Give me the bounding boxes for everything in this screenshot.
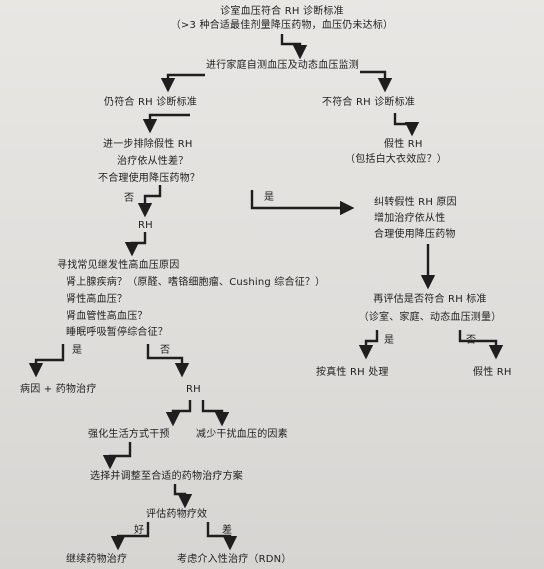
label-no-3: 否 <box>160 345 171 356</box>
arrow-rh2-to-reduce <box>201 400 230 427</box>
node-start-line1: 诊室血压符合 RH 诊断标准 <box>220 6 344 17</box>
node-exclude-line2: 治疗依从性差？ <box>117 156 189 167</box>
node-continue: 继续药物治疗 <box>66 554 128 565</box>
label-poor: 差 <box>222 525 233 536</box>
label-good: 好 <box>134 525 145 536</box>
arrow-rh2-to-lifestyle <box>165 400 192 427</box>
node-lifestyle: 强化生活方式干预 <box>88 429 170 440</box>
label-yes-2: 是 <box>384 335 395 346</box>
node-still-rh: 仍符合 RH 诊断标准 <box>104 97 198 108</box>
node-true-rh: 按真性 RH 处理 <box>316 367 389 378</box>
node-reeval-line1: 再评估是否符合 RH 标准 <box>373 294 487 305</box>
node-pseudo-rh: 假性 RH <box>473 367 512 378</box>
node-exclude-line3: 不合理使用降压药物？ <box>98 173 200 184</box>
arrow-still-rh-to-exclude <box>142 113 190 134</box>
node-exclude-line1: 进一步排除假性 RH <box>103 139 193 150</box>
label-no-2: 否 <box>466 335 477 346</box>
arrow-start-to-monitor <box>280 34 308 60</box>
node-not-rh: 不符合 RH 诊断标准 <box>322 97 416 108</box>
node-pseudo-line1: 假性 RH <box>384 139 423 150</box>
arrow-monitor-to-not-rh <box>360 70 393 93</box>
arrow-lifestyle-to-adjust <box>102 442 132 470</box>
node-correct-line3: 合理使用降压药物 <box>374 229 456 240</box>
node-reduce: 减少干扰血压的因素 <box>196 429 288 440</box>
label-no-1: 否 <box>124 193 135 204</box>
node-rdn: 考虑介入性治疗（RDN） <box>177 554 292 565</box>
arrow-secondary-to-etiology <box>28 344 65 378</box>
label-yes-1: 是 <box>264 192 275 203</box>
node-adjust: 选择并调整至合适的药物治疗方案 <box>90 471 243 482</box>
arrow-secondary-to-rh2 <box>146 344 190 378</box>
node-secondary-line2: 肾上腺疾病？（原醛、嗜铬细胞瘤、Cushing 综合征？） <box>66 277 326 288</box>
node-secondary-line4: 肾血管性高血压？ <box>66 311 148 322</box>
node-correct-line2: 增加治疗依从性 <box>374 213 446 224</box>
arrow-rh-to-secondary <box>124 232 147 257</box>
node-monitor: 进行家庭自测血压及动态血压监测 <box>206 60 359 71</box>
node-start-line2: （>3 种合适最佳剂量降压药物，血压仍未达标） <box>170 20 394 31</box>
node-reeval-line2: （诊室、家庭、动态血压测量） <box>358 312 502 323</box>
label-yes-3: 是 <box>72 345 83 356</box>
node-evaluate: 评估药物疗效 <box>146 509 208 520</box>
node-etiology: 病因 + 药物治疗 <box>20 384 97 395</box>
node-rh-1: RH <box>138 220 153 231</box>
node-secondary-line3: 肾性高血压？ <box>66 294 128 305</box>
arrow-evaluate-to-continue <box>110 522 150 551</box>
arrow-exclude-to-rh <box>137 185 162 218</box>
node-correct-line1: 纠转假性 RH 原因 <box>374 197 457 208</box>
arrow-adjust-to-evaluate <box>173 484 193 509</box>
arrow-reeval-to-pseudo-rh <box>458 330 504 360</box>
node-rh-2: RH <box>186 384 201 395</box>
node-secondary-line5: 睡眠呼吸暂停综合征？ <box>66 327 168 338</box>
arrow-reeval-to-true-rh <box>358 330 379 360</box>
arrow-exclude-to-correct <box>250 190 355 216</box>
arrow-not-rh-to-pseudo <box>393 113 420 137</box>
arrow-monitor-to-still-rh <box>160 73 205 93</box>
arrow-evaluate-to-rdn <box>206 522 238 551</box>
node-secondary-line1: 寻找常见继发性高血压原因 <box>57 260 180 271</box>
node-pseudo-line2: （包括白大衣效应？） <box>345 154 447 165</box>
